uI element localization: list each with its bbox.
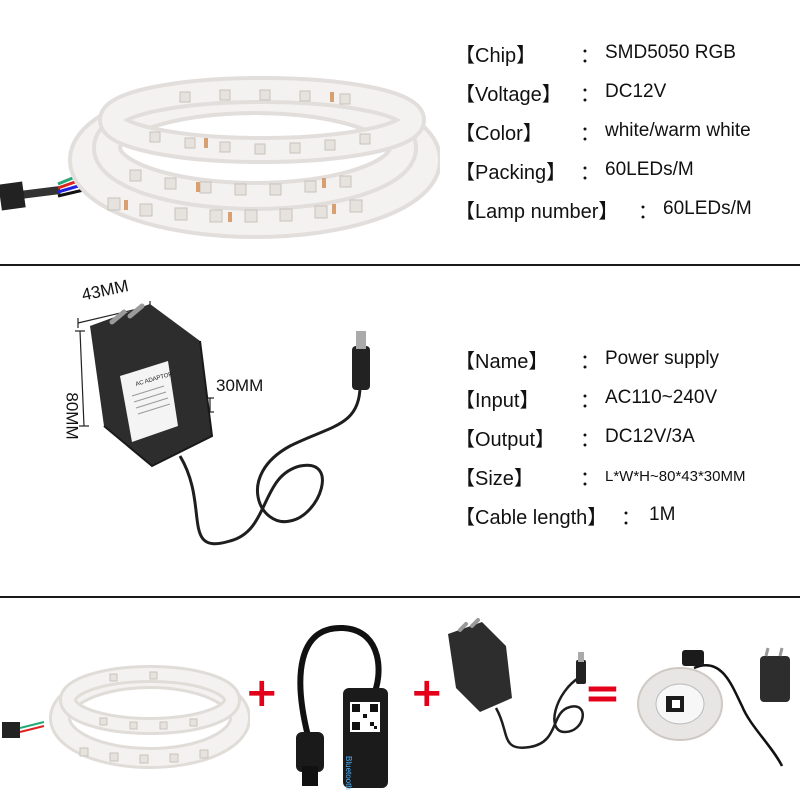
spec-row-color: 【Color】 ： white/warm white	[455, 116, 751, 146]
spec-row-voltage: 【Voltage】 ： DC12V	[455, 77, 666, 107]
spec-row-lamp-number: 【Lamp number】 ： 60LEDs/M	[455, 194, 752, 224]
spec-value: AC110~240V	[605, 387, 718, 408]
spec-colon: ：	[621, 506, 641, 529]
power-adapter-image: AC ADAPTOR	[75, 301, 370, 546]
spec-colon: ：	[580, 428, 600, 451]
spec-label: 【Size】	[455, 467, 534, 490]
adapter-section: 43MM 80MM 30MM AC ADAPTOR 【Name】 ：	[0, 266, 800, 596]
spec-label: 【Lamp number】	[455, 200, 619, 223]
spec-value: Power supply	[605, 348, 720, 369]
spec-colon: ：	[580, 44, 600, 67]
spec-colon: ：	[580, 467, 600, 490]
bluetooth-controller-image: Bluetooth	[296, 624, 388, 790]
spec-colon: ：	[580, 83, 600, 106]
spec-label: 【Output】	[455, 428, 556, 451]
complete-kit-image	[637, 647, 790, 767]
spec-value: SMD5050 RGB	[605, 42, 736, 63]
spec-row-cable-length: 【Cable length】 ： 1M	[455, 500, 675, 530]
strip-section: 【Chip】 ： SMD5050 RGB 【Voltage】 ： DC12V 【…	[0, 0, 800, 264]
led-strip-small-image	[2, 665, 250, 769]
spec-row-output: 【Output】 ： DC12V/3A	[455, 422, 695, 452]
controller-label: Bluetooth	[344, 756, 353, 790]
spec-value: 60LEDs/M	[663, 198, 752, 219]
plus-sign: +	[410, 670, 444, 716]
spec-colon: ：	[580, 350, 600, 373]
spec-label: 【Voltage】	[455, 83, 562, 106]
section-divider	[0, 264, 800, 266]
plus-sign: +	[245, 670, 279, 716]
spec-colon: ：	[580, 389, 600, 412]
spec-value: DC12V	[605, 81, 667, 102]
spec-label: 【Name】	[455, 350, 549, 373]
spec-row-name: 【Name】 ： Power supply	[455, 344, 719, 374]
spec-colon: ：	[638, 200, 658, 223]
power-adapter-small-image	[448, 618, 586, 750]
spec-row-packing: 【Packing】 ： 60LEDs/M	[455, 155, 694, 185]
spec-value: DC12V/3A	[605, 426, 695, 447]
spec-value: white/warm white	[605, 120, 751, 141]
depth-dimension-label: 30MM	[216, 376, 264, 395]
led-strip-reel-image	[0, 76, 440, 239]
spec-label: 【Packing】	[455, 161, 567, 184]
spec-row-input: 【Input】 ： AC110~240V	[455, 383, 717, 413]
adapter-spec-list: 【Name】 ： Power supply 【Input】 ： AC110~24…	[455, 344, 795, 544]
spec-row-size: 【Size】 ： L*W*H~80*43*30MM	[455, 461, 746, 491]
spec-label: 【Color】	[455, 122, 543, 145]
equals-sign: =	[584, 668, 621, 719]
spec-value: 1M	[649, 504, 676, 525]
spec-label: 【Cable length】	[455, 506, 608, 529]
section-divider	[0, 596, 800, 598]
spec-row-chip: 【Chip】 ： SMD5050 RGB	[455, 38, 736, 68]
kit-section: + Bluetooth + =	[0, 598, 800, 800]
spec-colon: ：	[580, 161, 600, 184]
strip-spec-list: 【Chip】 ： SMD5050 RGB 【Voltage】 ： DC12V 【…	[455, 38, 795, 238]
spec-value: L*W*H~80*43*30MM	[605, 467, 746, 485]
spec-label: 【Input】	[455, 389, 540, 412]
spec-label: 【Chip】	[455, 44, 537, 67]
spec-colon: ：	[580, 122, 600, 145]
spec-value: 60LEDs/M	[605, 159, 694, 180]
